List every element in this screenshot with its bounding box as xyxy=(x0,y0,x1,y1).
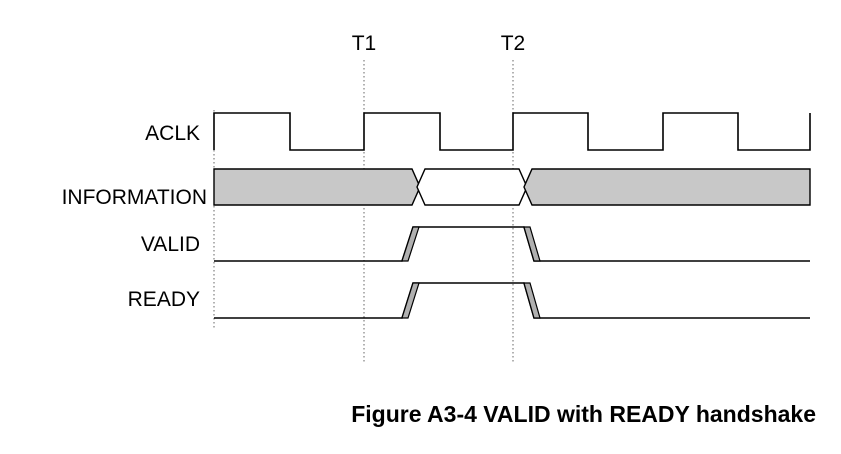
information-bus-before xyxy=(213,168,421,206)
ready-label: READY xyxy=(128,288,200,311)
ready-rising-edge xyxy=(401,282,420,319)
t2-marker-label: T2 xyxy=(501,32,526,55)
aclk-label: ACLK xyxy=(145,122,200,145)
information-label: INFORMATION xyxy=(62,186,207,209)
ready-falling-edge xyxy=(523,282,541,319)
aclk-waveform xyxy=(213,112,811,151)
t1-marker-label: T1 xyxy=(352,32,377,55)
valid-rising-edge xyxy=(401,226,420,262)
information-bus-after xyxy=(523,168,811,206)
figure-caption: Figure A3-4 VALID with READY handshake xyxy=(351,401,816,427)
ready-waveform xyxy=(214,282,810,319)
valid-label: VALID xyxy=(141,233,200,256)
information-bus-valid xyxy=(416,168,528,206)
valid-falling-edge xyxy=(523,226,541,262)
valid-waveform xyxy=(214,226,810,262)
